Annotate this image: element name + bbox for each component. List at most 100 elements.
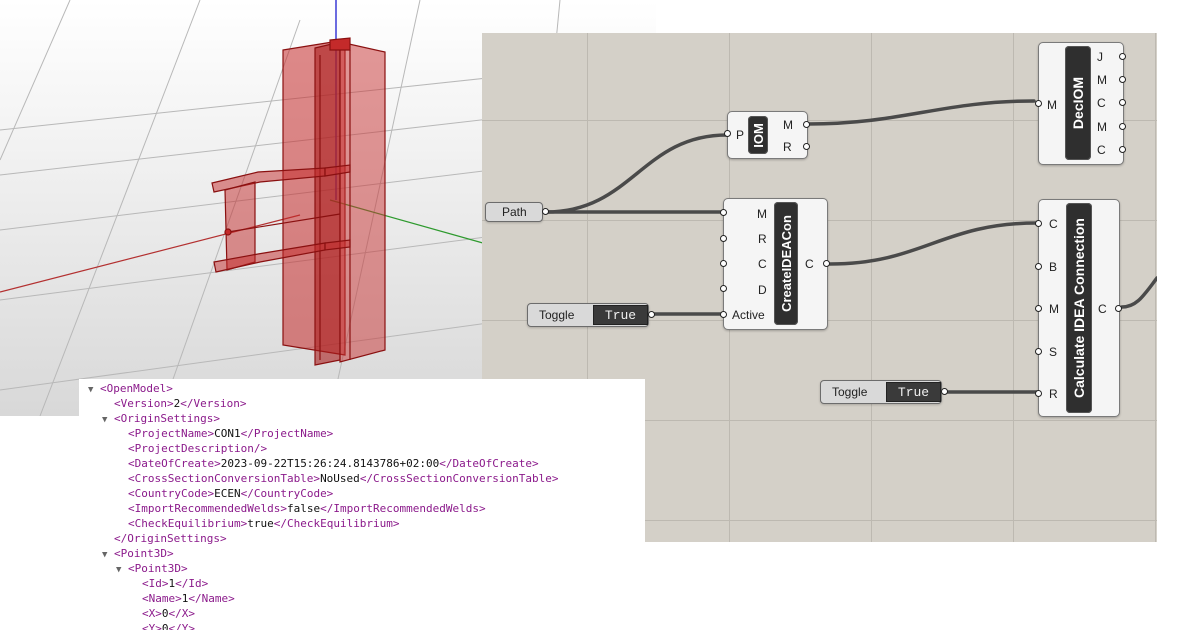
create-output-c: C: [805, 257, 814, 271]
xml-line: <Version>2</Version>: [102, 396, 246, 411]
xml-text-value: 1: [168, 577, 176, 590]
xml-line: <CrossSectionConversionTable>NoUsed</Cro…: [116, 471, 559, 486]
xml-open-tag: <OpenModel>: [100, 382, 173, 395]
xml-line: <ProjectDescription/>: [116, 441, 267, 456]
toggle-run-value[interactable]: True: [886, 382, 941, 402]
iom-output-grip-m[interactable]: [803, 121, 810, 128]
create-input-r: R: [758, 232, 767, 246]
calc-input-grip-b[interactable]: [1035, 263, 1042, 270]
collapse-toggle-icon[interactable]: ▼: [102, 415, 108, 425]
xml-text-value: ECEN: [214, 487, 241, 500]
steel-beam: [211, 164, 351, 273]
xml-line[interactable]: ▼ <Point3D>: [116, 561, 188, 576]
xml-line: <Y>0</Y>: [130, 621, 195, 630]
steel-column: [282, 37, 386, 366]
xml-text-value: 0: [161, 622, 169, 630]
deciom-output-m2: M: [1097, 120, 1107, 134]
xml-line[interactable]: ▼ <Point3D>: [102, 546, 174, 561]
xml-line: <X>0</X>: [130, 606, 195, 621]
toggle-active-grip[interactable]: [648, 311, 655, 318]
deciom-output-grip-c1[interactable]: [1119, 99, 1126, 106]
xml-text-value: true: [247, 517, 274, 530]
create-input-grip-d[interactable]: [720, 285, 727, 292]
xml-line: <DateOfCreate>2023-09-22T15:26:24.814378…: [116, 456, 539, 471]
calc-input-r: R: [1049, 387, 1058, 401]
iom-component[interactable]: P IOM M R: [724, 111, 810, 159]
calc-input-grip-r[interactable]: [1035, 390, 1042, 397]
xml-open-tag: <DateOfCreate>: [128, 457, 221, 470]
calc-input-grip-m[interactable]: [1035, 305, 1042, 312]
xml-text-value: 2: [173, 397, 181, 410]
xml-open-tag: <Point3D>: [128, 562, 188, 575]
create-input-d: D: [758, 283, 767, 297]
deciom-output-grip-m2[interactable]: [1119, 123, 1126, 130]
create-input-grip-c[interactable]: [720, 260, 727, 267]
path-label: Path: [502, 205, 527, 219]
xml-line: </OriginSettings>: [102, 531, 227, 546]
create-input-grip-r[interactable]: [720, 235, 727, 242]
xml-line[interactable]: ▼ <OpenModel>: [88, 381, 173, 396]
xml-open-tag: <ProjectDescription/>: [128, 442, 268, 455]
xml-open-tag: <X>: [142, 607, 162, 620]
calc-output-grip-c[interactable]: [1115, 305, 1122, 312]
calc-input-grip-c[interactable]: [1035, 220, 1042, 227]
xml-open-tag: <Y>: [142, 622, 162, 630]
collapse-toggle-icon[interactable]: ▼: [88, 385, 94, 395]
deciom-component[interactable]: M DecIOM J M C M C: [1035, 42, 1126, 165]
xml-text-value: 0: [161, 607, 169, 620]
xml-open-tag: <Id>: [142, 577, 169, 590]
iom-output-m: M: [783, 118, 793, 132]
xml-line: <CheckEquilibrium>true</CheckEquilibrium…: [116, 516, 400, 531]
xml-line: <CountryCode>ECEN</CountryCode>: [116, 486, 333, 501]
create-input-active: Active: [732, 308, 765, 322]
xml-close-tag: </CheckEquilibrium>: [273, 517, 400, 530]
xml-open-tag: <Name>: [142, 592, 182, 605]
toggle-active-value[interactable]: True: [593, 305, 648, 325]
wire-path-to-iom: [544, 133, 729, 214]
deciom-output-grip-m1[interactable]: [1119, 76, 1126, 83]
xml-line: <ImportRecommendedWelds>false</ImportRec…: [116, 501, 486, 516]
xml-open-tag: <CheckEquilibrium>: [128, 517, 248, 530]
iom-input-p: P: [736, 128, 745, 142]
xml-close-tag: </Version>: [180, 397, 247, 410]
wire-iom-to-deciom: [806, 99, 1036, 126]
xml-line[interactable]: ▼<OriginSettings>: [102, 411, 220, 426]
toggle-active-label: Toggle: [539, 308, 575, 322]
wire-create-to-calc: [828, 221, 1039, 266]
deciom-output-j: J: [1097, 50, 1103, 64]
path-param[interactable]: Path: [485, 202, 543, 222]
xml-viewer[interactable]: ▼ <OpenModel><Version>2</Version>▼<Origin…: [79, 379, 645, 630]
iom-nickname: IOM: [748, 116, 768, 154]
create-input-grip-active[interactable]: [720, 311, 727, 318]
xml-open-tag: <Point3D>: [114, 547, 174, 560]
calc-input-grip-s[interactable]: [1035, 348, 1042, 355]
xml-close-tag: </CountryCode>: [240, 487, 334, 500]
deciom-nickname: DecIOM: [1065, 46, 1091, 160]
collapse-toggle-icon[interactable]: ▼: [102, 550, 108, 560]
xml-close-tag: </CrossSectionConversionTable>: [359, 472, 559, 485]
xml-text-value: NoUsed: [320, 472, 360, 485]
create-idea-con-component[interactable]: M R C D Active CreateIDEACon C: [720, 198, 830, 330]
iom-input-grip-p[interactable]: [724, 130, 731, 137]
calc-output-c: C: [1098, 302, 1107, 316]
xml-text-value: false: [286, 502, 321, 515]
create-input-grip-m[interactable]: [720, 209, 727, 216]
create-input-c: C: [758, 257, 767, 271]
collapse-toggle-icon[interactable]: ▼: [116, 565, 122, 575]
create-input-m: M: [757, 207, 767, 221]
iom-output-r: R: [783, 140, 792, 154]
deciom-output-grip-c2[interactable]: [1119, 146, 1126, 153]
xml-close-tag: </Y>: [168, 622, 196, 630]
toggle-run-grip[interactable]: [941, 388, 948, 395]
xml-line: <Name>1</Name>: [130, 591, 235, 606]
create-output-grip-c[interactable]: [823, 260, 830, 267]
calculate-idea-connection-component[interactable]: C B M S R Calculate IDEA Connection C: [1035, 199, 1122, 417]
path-output-grip[interactable]: [542, 208, 549, 215]
deciom-output-grip-j[interactable]: [1119, 53, 1126, 60]
iom-output-grip-r[interactable]: [803, 143, 810, 150]
deciom-output-m1: M: [1097, 73, 1107, 87]
deciom-input-grip-m[interactable]: [1035, 100, 1042, 107]
wires-layer: [544, 99, 1157, 394]
calc-input-m: M: [1049, 302, 1059, 316]
wire-calc-out: [1120, 276, 1157, 309]
